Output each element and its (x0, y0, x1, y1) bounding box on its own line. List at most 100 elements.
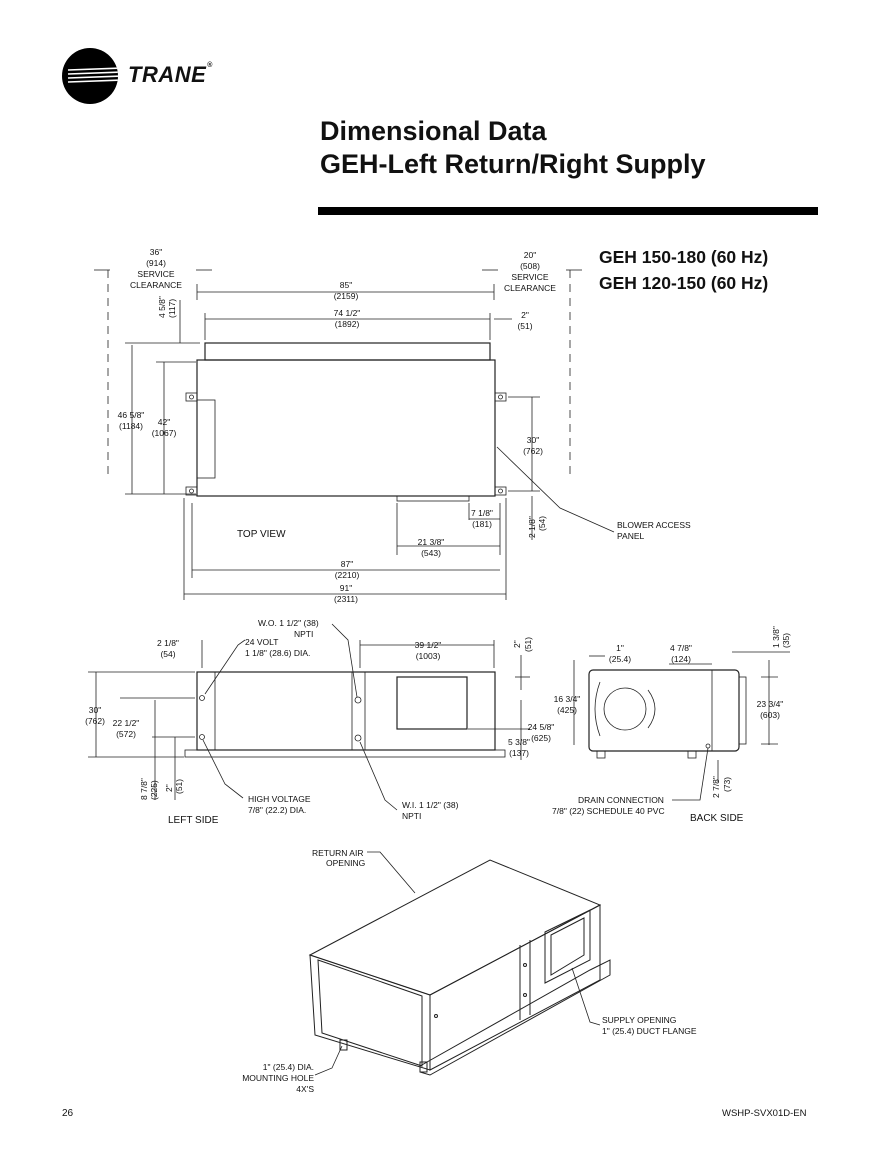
drain-2: 7/8" (22) SCHEDULE 40 PVC (552, 806, 665, 816)
left-side-unit (184, 671, 506, 758)
doc-code: WSHP-SVX01D-EN (722, 1108, 807, 1119)
left-clearance-3: SERVICE (137, 269, 174, 279)
supply-1: SUPPLY OPENING (602, 1015, 676, 1025)
ls-dim-24-mm: (625) (531, 733, 551, 743)
model-line-1: GEH 150-180 (60 Hz) (599, 247, 769, 267)
dim-4-5-8-mm: (117) (167, 299, 177, 318)
ls-dim-2b-mm: (51) (174, 779, 184, 794)
wi-label-1: W.I. 1 1/2" (38) (402, 800, 459, 810)
left-side-label: LEFT SIDE (168, 815, 219, 826)
dim-91-mm: (2311) (334, 594, 358, 604)
dim-85-mm: (2159) (334, 291, 359, 301)
high-voltage-1: HIGH VOLTAGE (248, 794, 311, 804)
left-clearance-4: CLEARANCE (130, 280, 182, 290)
bs-dim-23: 23 3/4" (757, 699, 784, 709)
page-title: Dimensional Data GEH-Left Return/Right S… (320, 115, 705, 181)
model-list: GEH 150-180 (60 Hz) GEH 120-150 (60 Hz) (599, 244, 768, 296)
right-clearance-2: (508) (520, 261, 540, 271)
bs-dim-4-7-8-mm: (124) (671, 654, 691, 664)
dim-74: 74 1/2" (334, 308, 361, 318)
ls-dim-2-1-8-mm: (54) (160, 649, 175, 659)
ls-dim-22-mm: (572) (116, 729, 136, 739)
bs-dim-1-3-8: 1 3/8" (771, 626, 781, 648)
right-clearance-4: CLEARANCE (504, 283, 556, 293)
title-line-2: GEH-Left Return/Right Supply (320, 149, 706, 179)
blower-access-1: BLOWER ACCESS (617, 520, 691, 530)
volt24-1: 24 VOLT (245, 637, 278, 647)
dim-46: 46 5/8" (118, 410, 145, 420)
top-view-label: TOP VIEW (237, 529, 286, 540)
dim-42-mm: (1067) (152, 428, 177, 438)
back-side-label: BACK SIDE (690, 813, 744, 824)
brand-name: TRANE® (128, 62, 213, 87)
wo-label-2: NPTI (294, 629, 313, 639)
title-line-1: Dimensional Data (320, 116, 547, 146)
mounting-1: 1" (25.4) DIA. (263, 1062, 314, 1072)
ls-dim-2-mm: (51) (523, 637, 533, 652)
ls-dim-16: 16 3/4" (554, 694, 581, 704)
page-number: 26 (62, 1108, 74, 1119)
dim-74-mm: (1892) (335, 319, 360, 329)
right-clearance-3: SERVICE (511, 272, 548, 282)
dim-2: 2" (521, 310, 529, 320)
dim-2-1-8: 2 1/8" (527, 516, 537, 538)
dim-21: 21 3/8" (418, 537, 445, 547)
supply-2: 1" (25.4) DUCT FLANGE (602, 1026, 697, 1036)
wi-label-2: NPTI (402, 811, 421, 821)
dim-91: 91" (340, 583, 352, 593)
left-clearance-1: 36" (150, 247, 162, 257)
bs-dim-4-7-8: 4 7/8" (670, 643, 692, 653)
back-side-unit (588, 669, 747, 759)
dim-4-5-8: 4 5/8" (157, 296, 167, 318)
ls-dim-8-7-8: 8 7/8" (139, 778, 149, 800)
bs-dim-2-7-8: 2 7/8" (711, 776, 721, 798)
dim-30-mm: (762) (523, 446, 543, 456)
dim-85: 85" (340, 280, 352, 290)
top-view-unit (185, 342, 507, 502)
mounting-3: 4X'S (296, 1084, 314, 1094)
ls-dim-30-mm: (762) (85, 716, 105, 726)
ls-dim-8-7-8-mm: (225) (149, 780, 159, 800)
ls-dim-2: 2" (512, 640, 522, 648)
drain-1: DRAIN CONNECTION (578, 795, 664, 805)
ls-dim-22: 22 1/2" (113, 718, 140, 728)
dim-87-mm: (2210) (335, 570, 360, 580)
dim-30: 30" (527, 435, 539, 445)
dim-87: 87" (341, 559, 353, 569)
dim-42: 42" (158, 417, 170, 427)
model-line-2: GEH 120-150 (60 Hz) (599, 273, 769, 293)
ls-dim-39: 39 1/2" (415, 640, 442, 650)
right-clearance-1: 20" (524, 250, 536, 260)
ls-dim-2-1-8: 2 1/8" (157, 638, 179, 648)
trane-circle-logo-icon (62, 48, 118, 104)
mounting-2: MOUNTING HOLE (242, 1073, 314, 1083)
dim-21-mm: (543) (421, 548, 441, 558)
return-air-1: RETURN AIR (312, 848, 363, 858)
ls-dim-39-mm: (1003) (416, 651, 441, 661)
bs-dim-23-mm: (603) (760, 710, 780, 720)
title-rule (318, 207, 818, 215)
dim-7: 7 1/8" (471, 508, 493, 518)
ls-dim-30: 30" (89, 705, 101, 715)
ls-dim-2b: 2" (164, 784, 174, 792)
dim-2-1-8-mm: (54) (537, 516, 547, 531)
volt24-2: 1 1/8" (28.6) DIA. (245, 648, 310, 658)
left-clearance-2: (914) (146, 258, 166, 268)
ls-dim-5: 5 3/8" (508, 737, 530, 747)
bs-dim-1-mm: (25.4) (609, 654, 631, 664)
high-voltage-2: 7/8" (22.2) DIA. (248, 805, 306, 815)
blower-access-2: PANEL (617, 531, 645, 541)
dim-2-mm: (51) (517, 321, 532, 331)
ls-dim-24: 24 5/8" (528, 722, 555, 732)
wo-label-1: W.O. 1 1/2" (38) (258, 618, 319, 628)
ls-dim-16-mm: (425) (557, 705, 577, 715)
ls-dim-5-mm: (137) (509, 748, 529, 758)
bs-dim-1: 1" (616, 643, 624, 653)
bs-dim-2-7-8-mm: (73) (722, 777, 732, 792)
isometric-unit (308, 859, 611, 1076)
return-air-2: OPENING (326, 858, 365, 868)
bs-dim-1-3-8-mm: (35) (781, 633, 791, 648)
dim-46-mm: (1184) (119, 421, 143, 431)
dim-7-mm: (181) (472, 519, 492, 529)
